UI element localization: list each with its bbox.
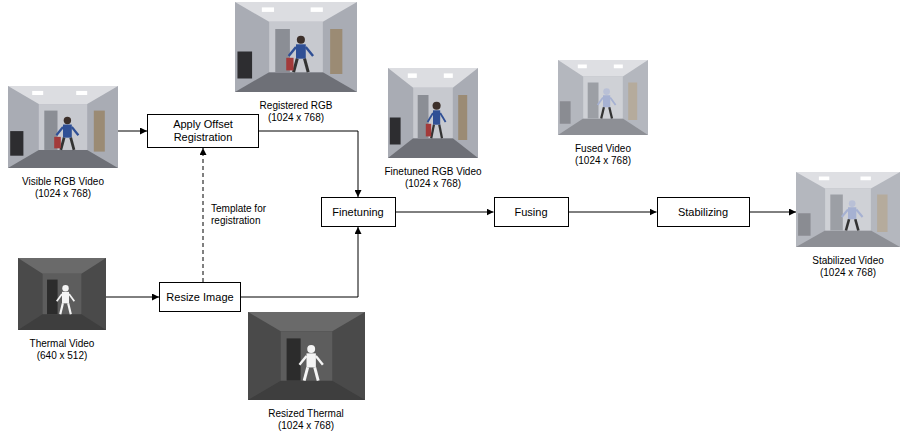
flow-arrow <box>241 227 358 297</box>
video-frame-illustration <box>388 68 478 158</box>
process-box: Resize Image <box>159 282 241 312</box>
flow-arrow <box>396 212 494 213</box>
video-frame-node: Registered RGB (1024 x 768) <box>235 2 357 124</box>
video-frame-node: Resized Thermal (1024 x 768) <box>248 312 365 432</box>
video-thumbnail <box>8 86 118 168</box>
process-box: Stabilizing <box>657 197 750 227</box>
process-label: Finetuning <box>332 206 383 219</box>
video-caption: Stabilized Video (1024 x 768) <box>807 255 889 279</box>
process-label: Fusing <box>514 206 547 219</box>
video-caption: Thermal Video (640 x 512) <box>24 338 100 362</box>
video-thumbnail <box>796 172 900 247</box>
video-caption: Fused Video (1024 x 768) <box>570 143 636 167</box>
video-frame-illustration <box>235 2 357 92</box>
video-thumbnail <box>558 60 648 135</box>
flow-arrow <box>118 131 147 132</box>
video-frame-node: Thermal Video (640 x 512) <box>18 258 106 362</box>
video-thumbnail <box>18 258 106 330</box>
video-frame-illustration <box>8 86 118 168</box>
process-label: Resize Image <box>166 291 233 304</box>
video-thumbnail <box>248 312 365 400</box>
video-frame-node: Finetuned RGB Video (1024 x 768) <box>377 68 489 190</box>
video-frame-node: Fused Video (1024 x 768) <box>558 60 648 167</box>
video-frame-illustration <box>248 312 365 400</box>
video-caption: Finetuned RGB Video (1024 x 768) <box>377 166 489 190</box>
video-frame-node: Visible RGB Video (1024 x 768) <box>8 86 118 200</box>
flow-arrow <box>569 212 657 213</box>
video-frame-illustration <box>558 60 648 135</box>
process-box: Apply Offset Registration <box>147 114 259 148</box>
video-frame-node: Stabilized Video (1024 x 768) <box>796 172 900 279</box>
process-label: Stabilizing <box>678 206 728 219</box>
edge-label: Template for registration <box>209 202 285 228</box>
process-box: Fusing <box>494 197 569 227</box>
process-label: Apply Offset Registration <box>153 118 253 144</box>
flow-arrow <box>259 131 358 197</box>
video-thumbnail <box>388 68 478 158</box>
video-caption: Registered RGB (1024 x 768) <box>254 100 338 124</box>
video-frame-illustration <box>796 172 900 247</box>
dashed-arrow <box>203 148 204 282</box>
video-thumbnail <box>235 2 357 92</box>
process-box: Finetuning <box>321 197 396 227</box>
video-frame-illustration <box>18 258 106 330</box>
flow-arrow <box>106 297 159 298</box>
video-caption: Visible RGB Video (1024 x 768) <box>17 176 109 200</box>
flow-arrow <box>750 212 797 213</box>
video-caption: Resized Thermal (1024 x 768) <box>263 408 349 432</box>
